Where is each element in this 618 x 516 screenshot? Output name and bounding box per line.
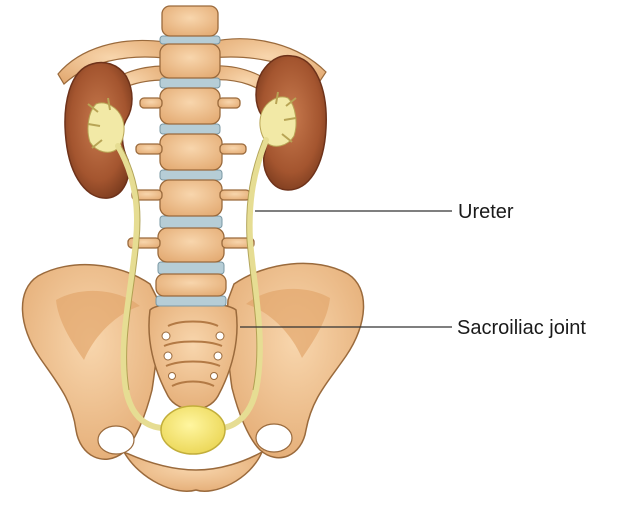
- disc: [160, 36, 220, 44]
- vertebra: [158, 228, 224, 262]
- sacrum: [149, 303, 237, 410]
- vertebra: [162, 6, 218, 36]
- vertebra: [160, 88, 220, 124]
- vertebra: [160, 44, 220, 78]
- left-kidney: [65, 63, 132, 199]
- right-kidney: [256, 56, 326, 190]
- left-obturator-foramen: [98, 426, 134, 454]
- pubic-region: [124, 452, 262, 491]
- disc: [156, 296, 226, 306]
- vertebra: [160, 134, 222, 170]
- disc: [160, 170, 222, 180]
- sacroiliac-joint-label: Sacroiliac joint: [457, 318, 586, 338]
- disc: [158, 262, 224, 274]
- vertebra: [160, 180, 222, 216]
- disc: [160, 78, 220, 88]
- bladder: [161, 406, 225, 454]
- vertebra: [156, 274, 226, 296]
- disc: [160, 124, 220, 134]
- ureter-label: Ureter: [458, 202, 514, 222]
- right-obturator-foramen: [256, 424, 292, 452]
- disc: [160, 216, 222, 228]
